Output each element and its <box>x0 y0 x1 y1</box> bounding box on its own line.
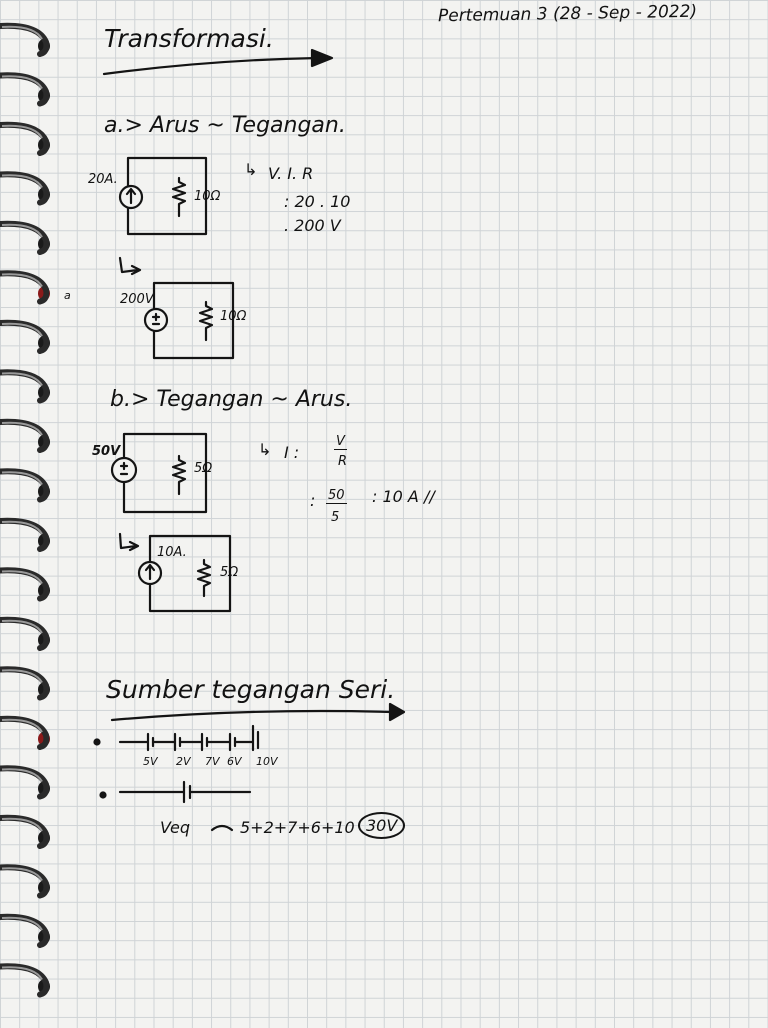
bullet-2 <box>99 791 107 799</box>
margin-mark: a <box>64 289 71 302</box>
b-formula-denominator: R <box>338 454 348 469</box>
section-b-heading: b.> Tegangan ~ Arus. <box>110 387 353 412</box>
spiral-rings <box>0 22 50 998</box>
b-frac-colon: : <box>310 491 316 510</box>
circuit-a2 <box>143 281 235 360</box>
cell-label-2: 2V <box>176 755 191 768</box>
b-formula-lhs: I : <box>284 443 300 462</box>
b-frac-numerator: 50 <box>326 488 347 504</box>
cell-label-3: 7V <box>205 755 220 768</box>
b2-source-value: 10A. <box>157 545 187 560</box>
spiral-ring-highlight <box>1 273 43 288</box>
spiral-ring-highlight <box>1 75 43 90</box>
spiral-binding <box>0 0 62 1024</box>
spiral-ring-highlight <box>1 966 43 981</box>
spiral-ring-highlight <box>1 718 43 733</box>
spiral-ring-highlight <box>1 471 43 486</box>
a2-source-value: 200V <box>120 292 154 307</box>
spiral-ring-highlight <box>1 124 43 139</box>
section-c-heading: Sumber tegangan Seri. <box>106 675 396 704</box>
veq-label: Veq <box>160 818 191 837</box>
veq-arrow <box>210 824 234 832</box>
circuit-b1 <box>110 432 208 514</box>
a1-source-value: 20A. <box>88 172 118 187</box>
title-arrow-head <box>310 48 334 68</box>
b1-resistor-value: 5Ω <box>194 461 213 476</box>
spiral-ring-highlight <box>1 867 43 882</box>
spiral-ring-highlight <box>1 570 43 585</box>
a-calc-line-1: V. I. R <box>268 164 314 183</box>
spiral-ring-highlight <box>1 322 43 337</box>
equivalent-cell <box>118 780 252 804</box>
veq-expression: 5+2+7+6+10 <box>240 818 355 837</box>
section-c-underline <box>110 709 394 722</box>
meeting-date: (28 - Sep - 2022) <box>552 1 698 25</box>
a-calc-line-2: : 20 . 10 <box>284 192 351 211</box>
page-title: Transformasi. <box>104 24 274 53</box>
b-frac-denominator: 5 <box>331 510 340 525</box>
spiral-ring-highlight <box>1 916 43 931</box>
spiral-ring-highlight <box>1 25 43 40</box>
arrow-a <box>118 256 142 276</box>
veq-result: 30V <box>358 812 406 839</box>
cell-label-4: 6V <box>227 755 242 768</box>
spiral-ring-highlight <box>1 768 43 783</box>
b-formula-numerator: V <box>334 434 347 450</box>
spiral-ring-highlight <box>1 223 43 238</box>
spiral-ring-highlight <box>1 372 43 387</box>
spiral-ring-highlight <box>1 669 43 684</box>
a1-resistor-value: 10Ω <box>194 189 221 204</box>
title-underline-arrow <box>102 56 320 76</box>
bullet-1 <box>93 738 101 746</box>
circuit-b2 <box>137 534 232 613</box>
a-calc-line-3: . 200 V <box>284 216 341 235</box>
b-calc-arrow: ↳ <box>258 440 272 459</box>
spiral-ring-highlight <box>1 817 43 832</box>
a-calc-arrow: ↳ <box>244 160 258 179</box>
meeting-label: Pertemuan 3 <box>437 4 548 27</box>
b-result: : 10 A // <box>372 487 435 506</box>
spiral-ring-highlight <box>1 619 43 634</box>
section-a-heading: a.> Arus ~ Tegangan. <box>104 113 346 138</box>
circuit-a1 <box>118 156 208 236</box>
spiral-ring-highlight <box>1 174 43 189</box>
b1-source-value: 50V <box>92 444 121 459</box>
cell-label-1: 5V <box>143 755 158 768</box>
b2-resistor-value: 5Ω <box>220 565 239 580</box>
section-c-arrow-head <box>388 702 406 722</box>
arrow-b <box>118 532 140 552</box>
spiral-ring-highlight <box>1 520 43 535</box>
cell-label-5: 10V <box>256 755 278 768</box>
series-cells <box>118 724 260 752</box>
spiral-ring-highlight <box>1 421 43 436</box>
a2-resistor-value: 10Ω <box>220 309 247 324</box>
